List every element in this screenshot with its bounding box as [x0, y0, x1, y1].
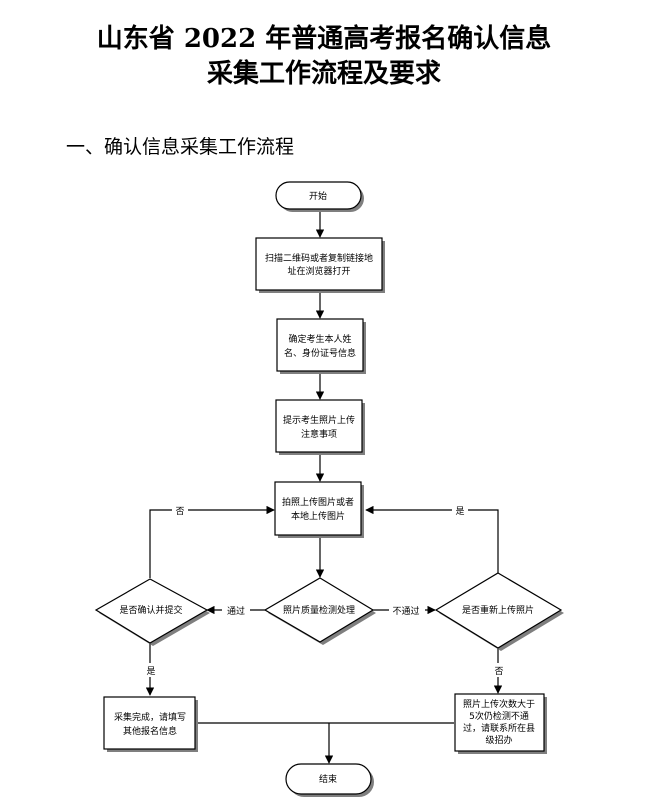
node-start: 开始: [275, 181, 364, 212]
node-contact-office-line-1: 照片上传次数大于: [463, 698, 535, 710]
node-confirm-identity-line-2: 名、身份证号信息: [284, 347, 356, 359]
edge-label-yes-right: 是: [455, 506, 464, 517]
node-upload-photo-line-1: 拍照上传图片或者: [282, 496, 354, 508]
node-end: 结束: [285, 763, 374, 797]
node-confirm-identity-line-1: 确定考生本人姓: [288, 333, 351, 345]
node-photo-notice: 提示考生照片上传 注意事项: [275, 399, 365, 455]
node-upload-photo-line-2: 本地上传图片: [291, 510, 345, 522]
node-confirm-identity: 确定考生本人姓 名、身份证号信息: [276, 318, 366, 374]
section-heading: 一、确认信息采集工作流程: [66, 136, 295, 158]
node-reupload: 是否重新上传照片: [434, 572, 564, 651]
node-quality-check: 照片质量检测处理: [263, 577, 376, 645]
node-upload-photo: 拍照上传图片或者 本地上传图片: [274, 481, 364, 538]
node-scan-qr: 扫描二维码或者复制链接地 址在浏览器打开: [255, 237, 385, 293]
node-collection-done-line-2: 其他报名信息: [123, 725, 177, 737]
node-collection-done-line-1: 采集完成，请填写: [114, 711, 186, 723]
flowchart-connectors: [145, 210, 503, 764]
node-contact-office-line-3: 过，请联系所在县: [463, 722, 535, 734]
node-confirm-submit: 是否确认并提交: [94, 578, 210, 646]
edge-label-pass: 通过: [227, 605, 245, 617]
node-collection-done: 采集完成，请填写 其他报名信息: [103, 696, 198, 752]
edge-confirm-submit-no: [149, 505, 275, 578]
node-photo-notice-line-2: 注意事项: [301, 428, 337, 440]
document-title: 山东省 2022 年普通高考报名确认信息 采集工作流程及要求: [0, 22, 648, 92]
edge-label-fail: 不通过: [392, 605, 419, 617]
edge-reupload-yes: [365, 505, 499, 573]
node-quality-check-label: 照片质量检测处理: [283, 604, 355, 616]
node-reupload-label: 是否重新上传照片: [462, 604, 534, 616]
node-photo-notice-line-1: 提示考生照片上传: [283, 414, 355, 426]
edge-label-yes-down: 是: [146, 666, 155, 677]
node-contact-office-line-4: 级招办: [485, 734, 512, 746]
node-contact-office-line-2: 5次仍检测不通: [469, 710, 529, 722]
node-confirm-submit-label: 是否确认并提交: [119, 604, 182, 616]
title-line-1: 山东省 2022 年普通高考报名确认信息: [96, 24, 552, 54]
node-scan-line-1: 扫描二维码或者复制链接地: [265, 252, 373, 264]
node-start-label: 开始: [309, 190, 327, 202]
edge-label-no-left: 否: [175, 506, 184, 517]
node-scan-line-2: 址在浏览器打开: [287, 265, 350, 277]
title-line-2: 采集工作流程及要求: [206, 59, 441, 89]
node-contact-office: 照片上传次数大于 5次仍检测不通 过，请联系所在县 级招办: [454, 693, 547, 754]
node-end-label: 结束: [319, 773, 337, 785]
edge-label-no-down: 否: [494, 666, 503, 677]
